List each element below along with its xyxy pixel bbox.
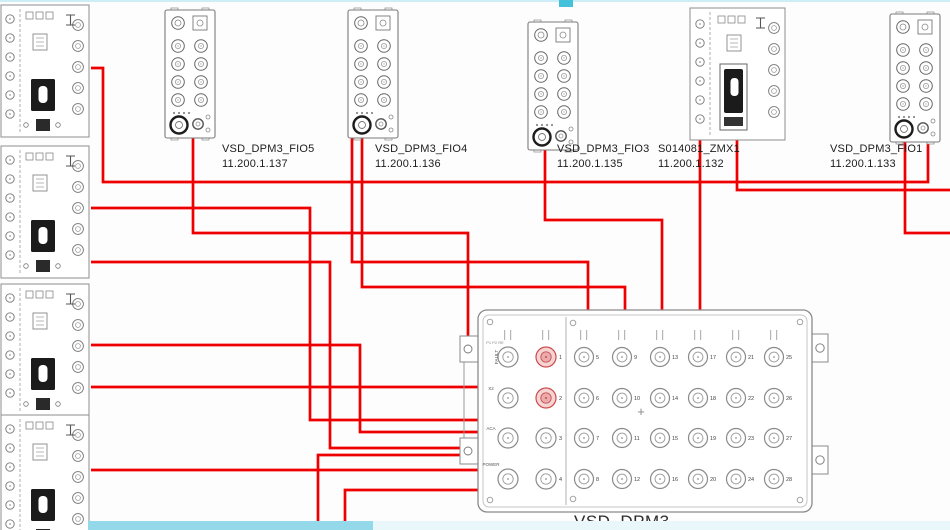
tiny-print-label: 1 [559, 355, 562, 361]
tiny-print-label: 14 [672, 396, 678, 402]
node-vsd-dpm3-fio1[interactable] [890, 14, 940, 142]
cable[interactable] [735, 130, 950, 192]
tiny-print-label: FAULT [494, 350, 500, 365]
tiny-print-label: 20 [710, 477, 716, 483]
device-name: VSD_DPM3_FIO3 [557, 143, 650, 155]
tiny-print-label: 7 [596, 436, 599, 442]
zmx-device-graphic [689, 7, 786, 141]
tiny-print-label: 12 [634, 477, 640, 483]
tiny-print-label: 15 [672, 436, 678, 442]
tiny-print-label: 6 [596, 396, 599, 402]
tiny-print-label: 24 [748, 477, 754, 483]
fio-device-graphic [889, 11, 941, 145]
fio-device-graphic [164, 7, 216, 141]
tiny-print-label: 11 [634, 436, 640, 442]
tiny-print-label: POWER [482, 462, 500, 467]
tiny-print-label: 28 [786, 477, 792, 483]
tiny-print-label: 10 [634, 396, 640, 402]
h-bracket-icon [66, 155, 75, 167]
tiny-print-label: 25 [786, 355, 792, 361]
device-ip: 11.200.1.133 [830, 158, 896, 170]
device-ip: 11.200.1.135 [557, 158, 623, 170]
device-label-fio5[interactable]: VSD_DPM3_FIO5 11.200.1.137 [222, 142, 314, 172]
node-left-module-4[interactable] [0, 415, 90, 530]
tiny-print-label: 13 [672, 355, 678, 361]
cable[interactable] [91, 66, 930, 184]
cable[interactable] [360, 130, 627, 316]
node-left-module-2[interactable] [0, 146, 90, 278]
left-module-graphic [0, 4, 90, 138]
device-name: VSD_DPM3_FIO4 [375, 143, 468, 155]
tiny-print-label: 27 [786, 436, 792, 442]
tiny-print-label: 21 [748, 355, 754, 361]
cables-layer [91, 66, 950, 530]
cable[interactable] [903, 130, 950, 235]
cable[interactable] [350, 130, 590, 316]
device-name: VSD_DPM3_FIO5 [222, 143, 315, 155]
scroll-marker[interactable] [559, 0, 573, 7]
device-label-fio4[interactable]: VSD_DPM3_FIO4 11.200.1.136 [375, 142, 467, 172]
tiny-print-label: P1 P2 RE [486, 340, 504, 345]
device-ip: 11.200.1.132 [658, 158, 724, 170]
left-module-graphic [0, 283, 90, 417]
node-vsd-dpm3-central[interactable] [460, 310, 828, 514]
horizontal-scrollbar[interactable] [88, 521, 950, 530]
tiny-print-label: + [637, 404, 645, 419]
left-module-graphic [0, 414, 90, 530]
cable[interactable] [543, 130, 664, 316]
tiny-print-label: 23 [748, 436, 754, 442]
device-name: S014081_ZMX1 [658, 143, 740, 155]
fio-device-graphic [347, 7, 399, 141]
tiny-print-label: 18 [710, 396, 716, 402]
cable[interactable] [91, 343, 480, 434]
node-left-module-1[interactable] [0, 5, 90, 137]
node-s014081-zmx1[interactable] [690, 8, 785, 140]
canvas-top-edge [0, 0, 950, 2]
device-ip: 11.200.1.137 [222, 158, 288, 170]
h-bracket-icon [66, 293, 75, 305]
tiny-print-label: 22 [748, 396, 754, 402]
tiny-print-label: ACA [486, 426, 495, 431]
tiny-print-label: X2 [488, 386, 494, 391]
device-label-fio1[interactable]: VSD_DPM3_FIO1 11.200.1.133 [830, 142, 922, 172]
cable[interactable] [316, 453, 480, 530]
node-vsd-dpm3-fio3[interactable] [528, 22, 578, 150]
cable[interactable] [343, 488, 480, 530]
h-bracket-icon [756, 17, 765, 29]
tiny-print-label: 19 [710, 436, 716, 442]
tiny-print-label: 5 [596, 355, 599, 361]
h-bracket-icon [66, 424, 75, 436]
device-name: VSD_DPM3_FIO1 [830, 143, 923, 155]
tiny-print-label: 3 [559, 436, 562, 442]
left-module-graphic [0, 145, 90, 279]
tiny-print-label: 9 [634, 355, 637, 361]
device-label-fio3[interactable]: VSD_DPM3_FIO3 11.200.1.135 [557, 142, 649, 172]
tiny-print-label: 26 [786, 396, 792, 402]
device-label-zmx1[interactable]: S014081_ZMX1 11.200.1.132 [658, 142, 740, 172]
cable[interactable] [91, 260, 480, 450]
tiny-print-label: 17 [710, 355, 716, 361]
tiny-print-label: 8 [596, 477, 599, 483]
node-vsd-dpm3-fio4[interactable] [348, 10, 398, 138]
device-ip: 11.200.1.136 [375, 158, 441, 170]
node-left-module-3[interactable] [0, 284, 90, 416]
h-bracket-icon [66, 14, 75, 26]
tiny-print-label: 2 [559, 396, 562, 402]
tiny-print-label: 4 [559, 477, 562, 483]
tiny-print-label: 16 [672, 477, 678, 483]
scrollbar-thumb[interactable] [88, 521, 373, 530]
cable[interactable] [91, 206, 480, 422]
fio-device-graphic [527, 19, 579, 153]
node-vsd-dpm3-fio5[interactable] [165, 10, 215, 138]
